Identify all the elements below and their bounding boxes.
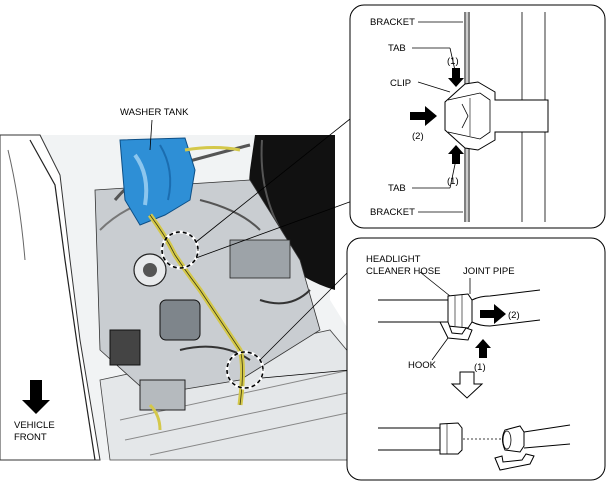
bracket-top-label: BRACKET: [370, 17, 415, 28]
hose-label-line1: HEADLIGHT: [366, 254, 421, 265]
hook-shape-lower: [494, 453, 535, 471]
arrow-up-icon: [448, 145, 464, 164]
hose-end-lower: [439, 422, 463, 455]
step1-top-label: (1): [447, 56, 459, 67]
tab-bottom-label: TAB: [388, 183, 406, 194]
joint-pipe-upper: [447, 293, 473, 329]
arrow-right-icon: [410, 106, 437, 126]
arrow-down-icon: [448, 68, 464, 87]
hook-label: HOOK: [408, 360, 437, 371]
bracket-bottom-label: BRACKET: [370, 207, 415, 218]
tab-top-label: TAB: [388, 43, 406, 54]
hose-detail-inset: [346, 237, 606, 481]
vehicle-front-label-line2: FRONT: [14, 432, 47, 443]
clip-shape: [444, 81, 549, 151]
step1-bottom-label: (1): [447, 176, 459, 187]
washer-tank-label: WASHER TANK: [120, 107, 189, 118]
engine-bay-illustration: [0, 114, 356, 461]
clip-label: CLIP: [390, 78, 411, 89]
step2-top-label: (2): [412, 131, 424, 142]
hose-label-line2: CLEANER HOSE: [366, 266, 440, 277]
vehicle-front-arrow-icon: [22, 380, 50, 414]
hook-shape: [439, 321, 473, 341]
arrow-right-icon: [480, 304, 506, 324]
vehicle-front-label-line1: VEHICLE: [14, 420, 55, 431]
clip-detail-inset: [349, 4, 606, 229]
arrow-up-icon: [475, 339, 491, 358]
next-step-arrow-icon: [450, 371, 484, 399]
joint-pipe-label: JOINT PIPE: [463, 266, 515, 277]
step1-bottom-inset-label: (1): [474, 362, 486, 373]
step2-bottom-label: (2): [508, 310, 520, 321]
